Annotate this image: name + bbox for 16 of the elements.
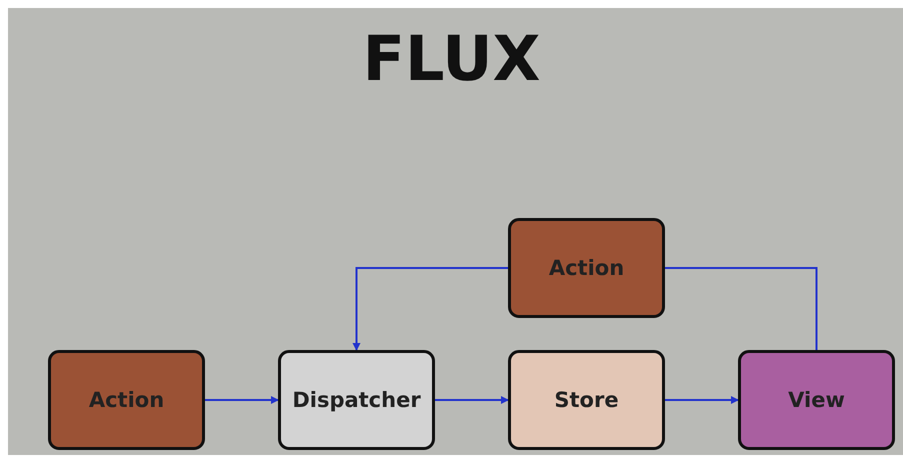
process-box bbox=[48, 350, 205, 450]
box-label: Action bbox=[548, 256, 624, 280]
arrow bbox=[665, 396, 739, 404]
arrow bbox=[205, 396, 279, 404]
process-box bbox=[738, 350, 895, 450]
arrow bbox=[352, 267, 508, 351]
process-box bbox=[278, 350, 435, 450]
box-label: Store bbox=[554, 388, 619, 412]
arrow bbox=[435, 396, 509, 404]
box-label: View bbox=[788, 388, 845, 412]
process-box bbox=[508, 218, 665, 318]
title: FLUX bbox=[362, 22, 542, 95]
box-label: Action bbox=[88, 388, 164, 412]
connector-line bbox=[665, 267, 818, 350]
process-box bbox=[508, 350, 665, 450]
box-label: Dispatcher bbox=[292, 388, 421, 412]
